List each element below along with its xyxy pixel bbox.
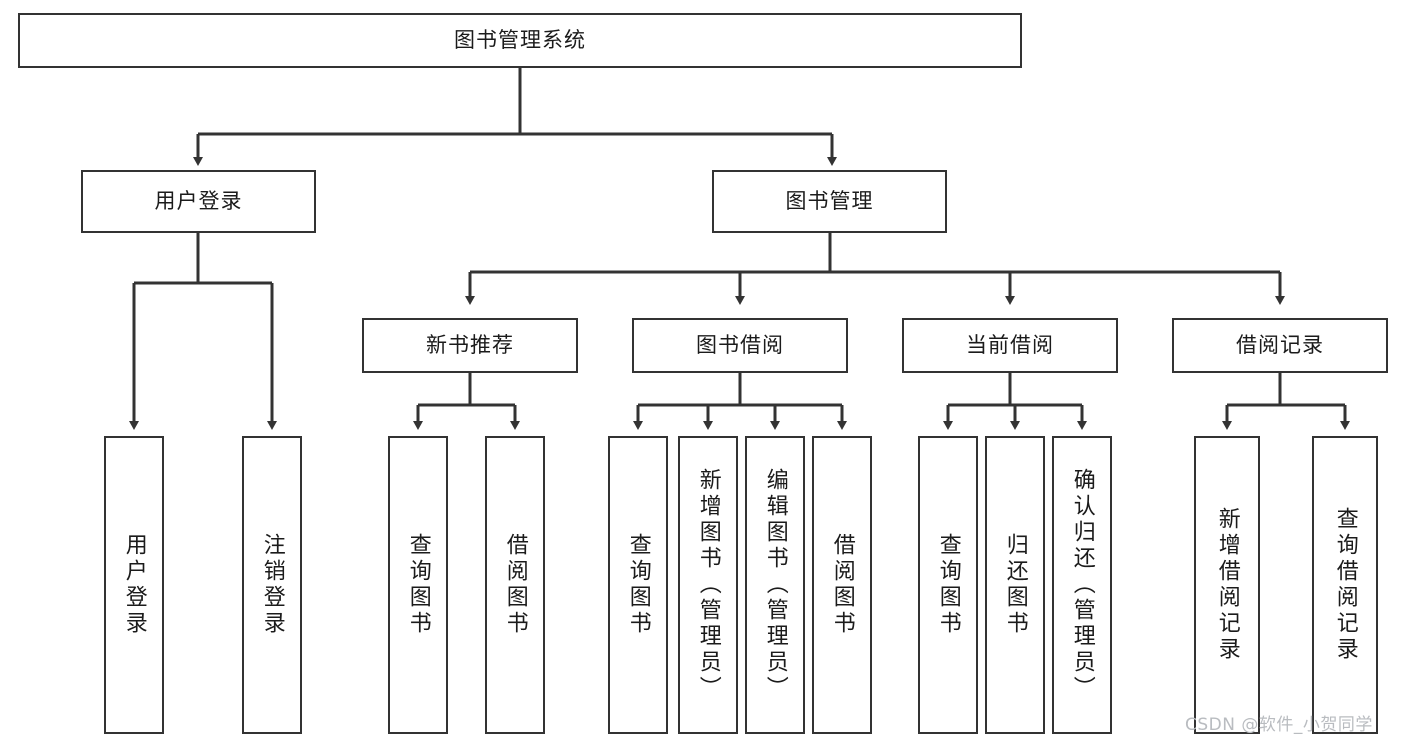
leaf-borrow-book-1-label: 借阅图书	[502, 533, 528, 637]
node-current-borrow-label: 当前借阅	[966, 332, 1054, 357]
leaf-query-record-label: 查询借阅记录	[1332, 507, 1358, 663]
leaf-add-record[interactable]: 新增借阅记录	[1194, 436, 1260, 734]
leaf-query-book-2-label: 查询图书	[625, 533, 651, 637]
leaf-query-book-3-label: 查询图书	[935, 533, 961, 637]
leaf-borrow-book-2[interactable]: 借阅图书	[812, 436, 872, 734]
leaf-add-record-label: 新增借阅记录	[1214, 507, 1240, 663]
node-book-manage[interactable]: 图书管理	[712, 170, 947, 233]
leaf-borrow-book-2-label: 借阅图书	[829, 533, 855, 637]
node-user-login[interactable]: 用户登录	[81, 170, 316, 233]
leaf-user-login[interactable]: 用户登录	[104, 436, 164, 734]
node-new-book-recommend[interactable]: 新书推荐	[362, 318, 578, 373]
leaf-confirm-return[interactable]: 确认归还（管理员）	[1052, 436, 1112, 734]
node-borrow-record[interactable]: 借阅记录	[1172, 318, 1388, 373]
node-root[interactable]: 图书管理系统	[18, 13, 1022, 68]
leaf-query-record[interactable]: 查询借阅记录	[1312, 436, 1378, 734]
leaf-add-book[interactable]: 新增图书（管理员）	[678, 436, 738, 734]
node-book-borrow[interactable]: 图书借阅	[632, 318, 848, 373]
leaf-return-book-label: 归还图书	[1002, 533, 1028, 637]
node-new-book-recommend-label: 新书推荐	[426, 332, 514, 357]
leaf-edit-book[interactable]: 编辑图书（管理员）	[745, 436, 805, 734]
leaf-query-book-2[interactable]: 查询图书	[608, 436, 668, 734]
leaf-query-book-1-label: 查询图书	[405, 533, 431, 637]
leaf-logout-login-label: 注销登录	[259, 533, 285, 637]
leaf-edit-book-label: 编辑图书（管理员）	[762, 468, 788, 702]
node-borrow-record-label: 借阅记录	[1236, 332, 1324, 357]
node-user-login-label: 用户登录	[154, 188, 243, 213]
node-root-label: 图书管理系统	[454, 27, 586, 52]
leaf-logout-login[interactable]: 注销登录	[242, 436, 302, 734]
leaf-query-book-3[interactable]: 查询图书	[918, 436, 978, 734]
leaf-add-book-label: 新增图书（管理员）	[695, 468, 721, 702]
leaf-return-book[interactable]: 归还图书	[985, 436, 1045, 734]
node-book-borrow-label: 图书借阅	[696, 332, 784, 357]
leaf-borrow-book-1[interactable]: 借阅图书	[485, 436, 545, 734]
node-current-borrow[interactable]: 当前借阅	[902, 318, 1118, 373]
node-book-manage-label: 图书管理	[785, 188, 874, 213]
leaf-query-book-1[interactable]: 查询图书	[388, 436, 448, 734]
leaf-confirm-return-label: 确认归还（管理员）	[1069, 468, 1095, 702]
leaf-user-login-label: 用户登录	[121, 533, 147, 637]
